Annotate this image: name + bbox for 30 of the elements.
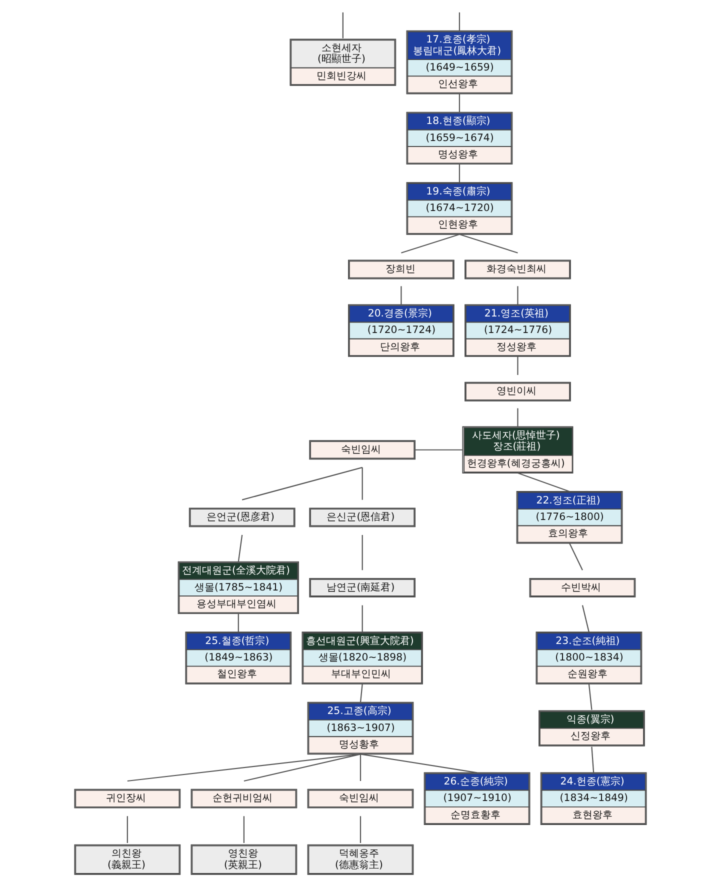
connector bbox=[360, 754, 477, 774]
connector bbox=[361, 605, 362, 632]
connector bbox=[126, 816, 128, 843]
connector bbox=[361, 534, 362, 570]
connector bbox=[581, 605, 589, 632]
connector bbox=[588, 684, 592, 710]
connector bbox=[400, 286, 402, 305]
connector bbox=[516, 356, 518, 375]
connector bbox=[590, 746, 594, 773]
connector bbox=[359, 754, 361, 781]
connector bbox=[517, 472, 570, 492]
connector bbox=[359, 684, 362, 702]
connector bbox=[516, 408, 518, 427]
connector bbox=[458, 94, 460, 112]
connector bbox=[414, 449, 462, 450]
connector bbox=[243, 754, 360, 782]
connector bbox=[242, 816, 244, 843]
connector bbox=[458, 164, 460, 183]
connector bbox=[126, 754, 360, 782]
connector bbox=[458, 12, 460, 31]
connector bbox=[361, 467, 362, 500]
connector bbox=[237, 614, 238, 632]
connector bbox=[237, 534, 242, 562]
connector bbox=[568, 543, 582, 570]
connector bbox=[516, 286, 518, 305]
connector bbox=[400, 234, 460, 254]
connector bbox=[241, 466, 362, 500]
connector bbox=[359, 816, 361, 843]
connector bbox=[342, 12, 343, 38]
connector bbox=[458, 234, 518, 254]
